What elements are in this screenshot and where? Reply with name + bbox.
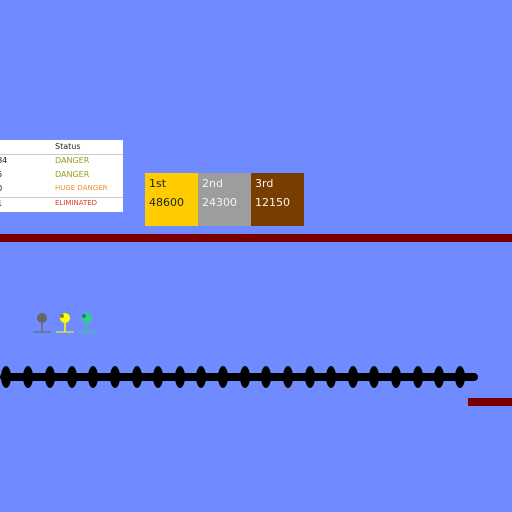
row-status: HUGE DANGER xyxy=(55,184,108,192)
row-status: ELIMINATED xyxy=(55,199,98,207)
row-points: 684 xyxy=(0,156,8,165)
row-status: DANGER xyxy=(55,156,90,165)
finish-line-barrier xyxy=(0,234,512,242)
runner-gray xyxy=(33,313,51,333)
row-points: 30 xyxy=(0,184,2,193)
leaderboard-row: 684 DANGER xyxy=(0,154,123,168)
prize-amount: 48600 xyxy=(149,196,184,209)
leaderboard-header: ts Status xyxy=(0,140,123,155)
prize-amount: 24300 xyxy=(202,196,237,209)
prize-board: 1st 48600 2nd 24300 3rd 12150 xyxy=(145,173,304,226)
row-status: DANGER xyxy=(55,170,90,179)
leaderboard-divider xyxy=(0,197,123,198)
prize-rank: 3rd xyxy=(255,177,274,190)
row-points: 05 xyxy=(0,170,2,179)
runner-green xyxy=(78,313,96,333)
prize-rank: 1st xyxy=(149,177,167,190)
studded-platform xyxy=(0,366,478,388)
row-points: 41 xyxy=(0,199,2,208)
ledge-barrier xyxy=(468,398,512,406)
prize-first: 1st 48600 xyxy=(145,173,198,226)
leaderboard-row: 05 DANGER xyxy=(0,168,123,182)
status-column-header: Status xyxy=(55,142,81,151)
runner-yellow xyxy=(56,313,74,333)
prize-second: 2nd 24300 xyxy=(198,173,251,226)
leaderboard-row: 41 ELIMINATED xyxy=(0,197,123,211)
prize-third: 3rd 12150 xyxy=(251,173,304,226)
prize-amount: 12150 xyxy=(255,196,290,209)
leaderboard-row: 30 HUGE DANGER xyxy=(0,182,123,196)
leaderboard-panel: ts Status 684 DANGER 05 DANGER 30 HUGE D… xyxy=(0,140,123,212)
prize-rank: 2nd xyxy=(202,177,223,190)
